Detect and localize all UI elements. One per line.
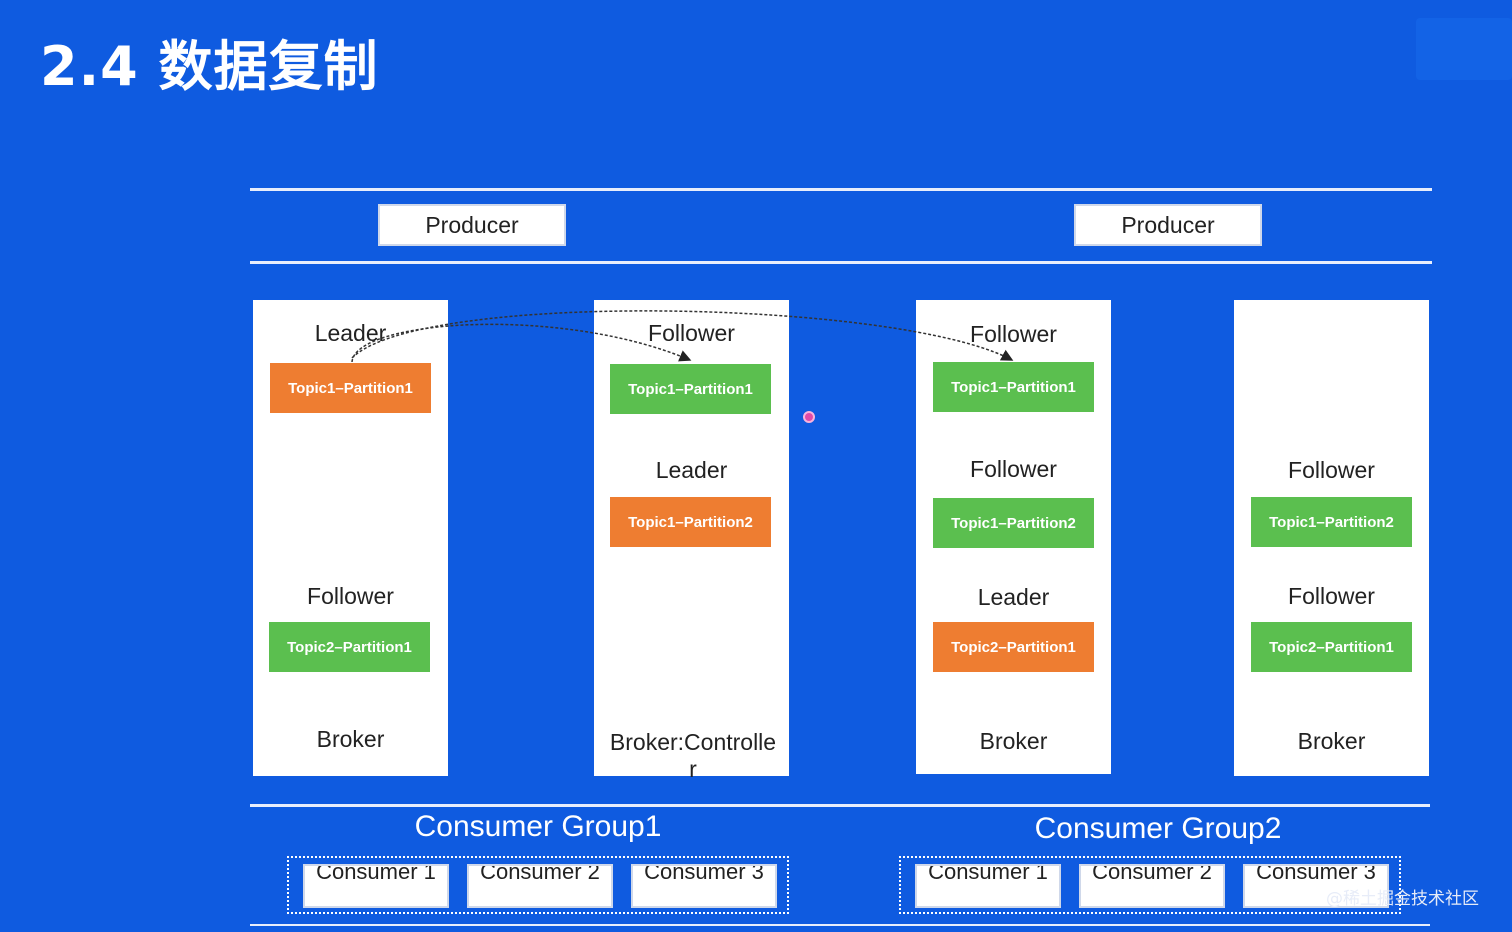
consumer-group-title-2: Consumer Group2: [1034, 812, 1282, 845]
role-label: Follower: [1288, 583, 1375, 609]
partition-follower[interactable]: Topic1–Partition2: [1251, 497, 1412, 547]
partition-follower[interactable]: Topic2–Partition1: [1251, 622, 1412, 672]
consumer-box[interactable]: Consumer 2: [1079, 864, 1225, 908]
partition-leader[interactable]: Topic2–Partition1: [933, 622, 1094, 672]
role-label: Follower: [970, 456, 1057, 482]
page-title: 2.4 数据复制: [40, 35, 379, 98]
producer-box-1[interactable]: Producer: [378, 204, 566, 246]
consumer-top-line: [250, 804, 1430, 807]
producer-top-line: [250, 188, 1432, 191]
role-label: Leader: [977, 584, 1050, 610]
broker-3: Follower Topic1–Partition1 Follower Topi…: [916, 300, 1111, 774]
consumer-box[interactable]: Consumer 3: [1243, 864, 1389, 908]
partition-leader[interactable]: Topic1–Partition1: [270, 363, 431, 413]
role-label: Follower: [307, 583, 394, 609]
consumer-label: Consumer 2: [1092, 864, 1212, 884]
partition-follower[interactable]: Topic1–Partition1: [610, 364, 771, 414]
consumer-box[interactable]: Consumer 3: [631, 864, 777, 908]
consumer-group-title-1: Consumer Group1: [414, 810, 662, 843]
broker-4: Follower Topic1–Partition2 Follower Topi…: [1234, 300, 1429, 776]
consumer-label: Consumer 2: [480, 864, 600, 884]
broker-name: Broker:Controller: [609, 729, 777, 782]
partition-follower[interactable]: Topic2–Partition1: [269, 622, 430, 672]
consumer-box[interactable]: Consumer 1: [303, 864, 449, 908]
broker-1: Leader Topic1–Partition1 Follower Topic2…: [253, 300, 448, 776]
consumer-label: Consumer 3: [644, 864, 764, 884]
consumer-group-1: Consumer 1 Consumer 2 Consumer 3: [287, 856, 789, 914]
pointer-cursor-icon: [803, 411, 815, 423]
consumer-box[interactable]: Consumer 2: [467, 864, 613, 908]
consumer-label: Consumer 3: [1256, 864, 1376, 884]
producer-box-2[interactable]: Producer: [1074, 204, 1262, 246]
role-label: Follower: [970, 321, 1057, 347]
partition-follower[interactable]: Topic1–Partition2: [933, 498, 1094, 548]
broker-name: Broker: [979, 728, 1048, 754]
corner-overlay: [1416, 18, 1512, 80]
producer-bottom-line: [250, 261, 1432, 264]
broker-name: Broker: [1297, 728, 1366, 754]
partition-follower[interactable]: Topic1–Partition1: [933, 362, 1094, 412]
role-label: Follower: [648, 320, 735, 346]
watermark: @稀土掘金技术社区: [1326, 889, 1479, 909]
broker-name: Broker: [316, 726, 385, 752]
role-label: Leader: [314, 320, 387, 346]
broker-2: Follower Topic1–Partition1 Leader Topic1…: [594, 300, 789, 782]
consumer-group-2: Consumer 1 Consumer 2 Consumer 3: [899, 856, 1401, 914]
consumer-label: Consumer 1: [316, 864, 436, 884]
role-label: Leader: [655, 457, 728, 483]
partition-leader[interactable]: Topic1–Partition2: [610, 497, 771, 547]
consumer-box[interactable]: Consumer 1: [915, 864, 1061, 908]
consumer-bottom-line: [250, 924, 1430, 926]
role-label: Follower: [1288, 457, 1375, 483]
consumer-label: Consumer 1: [928, 864, 1048, 884]
